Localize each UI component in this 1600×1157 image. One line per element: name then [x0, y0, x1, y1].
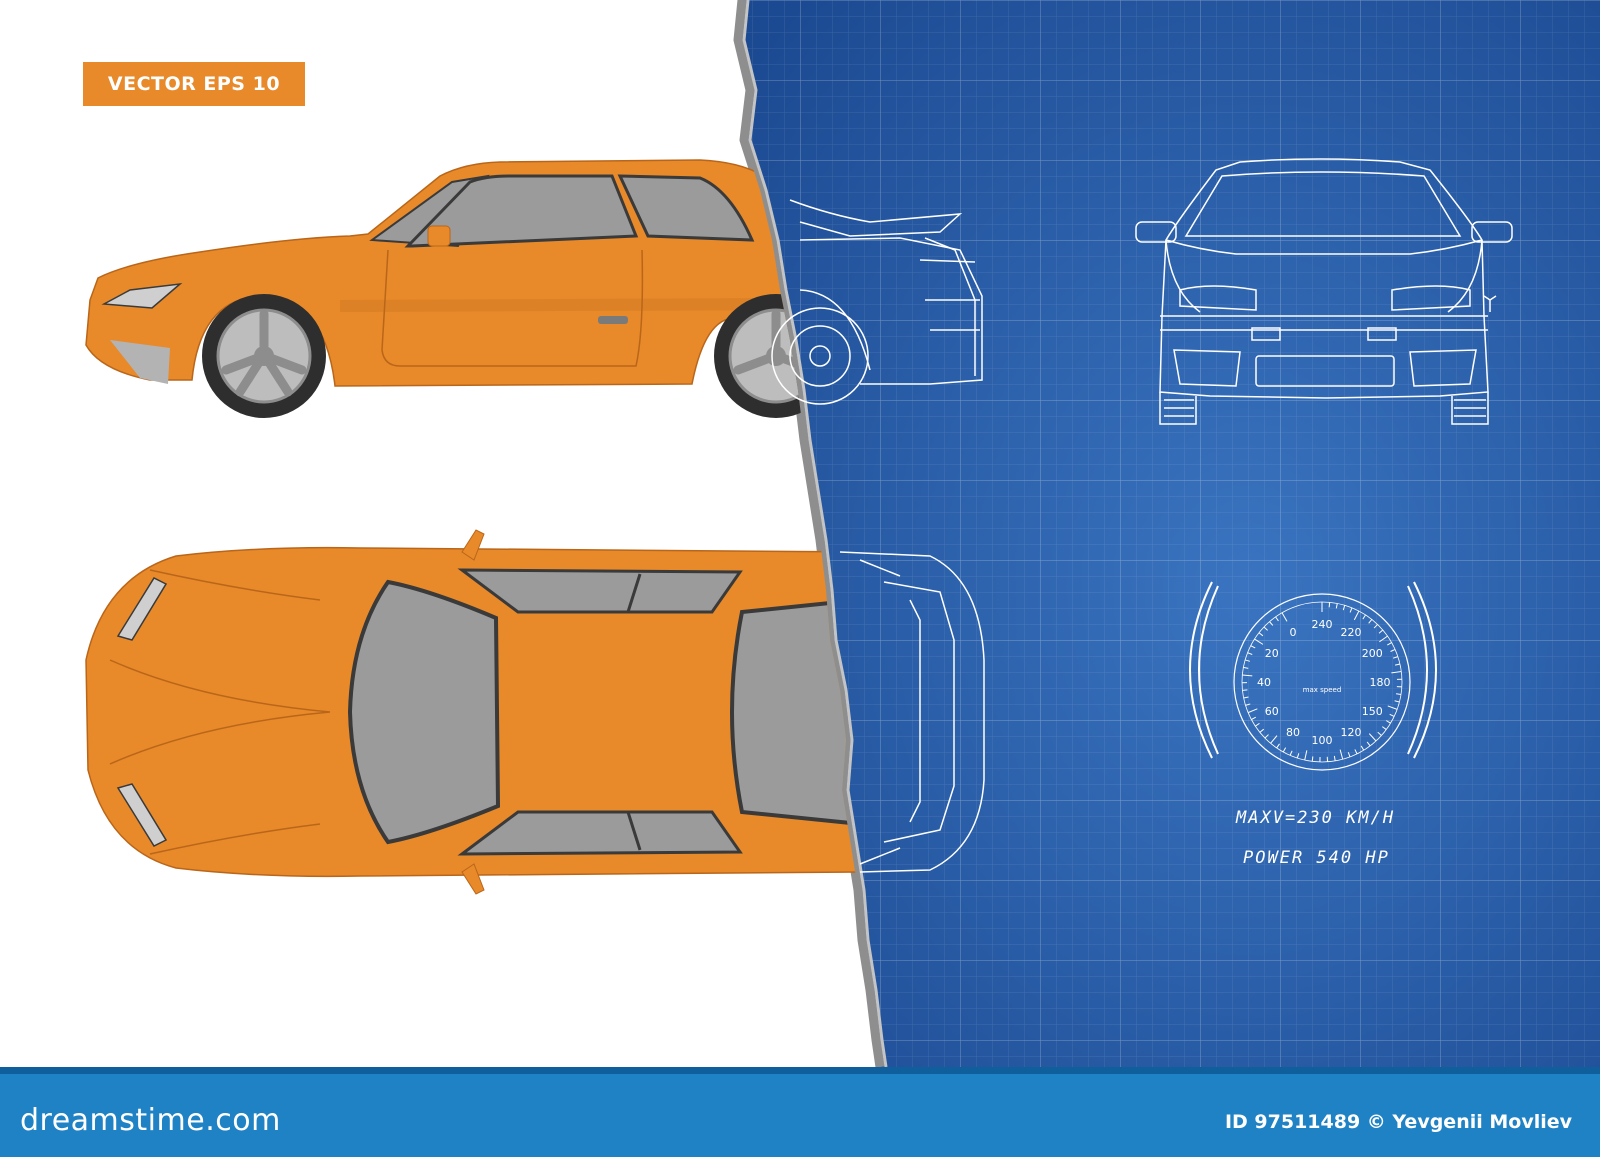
speedometer-tick-label: 40	[1257, 676, 1271, 689]
speedometer-tick	[1282, 747, 1287, 753]
speedometer-tick	[1247, 652, 1253, 655]
footer-strip	[0, 1067, 1600, 1074]
speedometer-tick	[1354, 749, 1358, 755]
speedometer-tick	[1335, 603, 1338, 609]
footer-credit: ID 97511489 © Yevgenii Movliev	[1224, 1111, 1572, 1133]
speedometer-tick	[1394, 700, 1400, 703]
speedometer-tick-label: 60	[1265, 705, 1279, 718]
speedometer-tick	[1275, 616, 1279, 622]
speedometer-tick	[1270, 735, 1278, 744]
speedometer-tick	[1378, 629, 1384, 634]
speedometer-tick	[1377, 731, 1382, 736]
speedometer-tick	[1296, 753, 1300, 759]
car-top-blueprint	[839, 551, 985, 873]
speedometer-tick-label: 200	[1362, 647, 1383, 660]
speedometer-tick-label: 150	[1362, 705, 1383, 718]
speedometer-tick	[1353, 610, 1360, 621]
speedometer-tick	[1381, 726, 1387, 730]
speedometer-tick	[1242, 689, 1248, 691]
footer-brand[interactable]: dreamstime.com	[20, 1103, 281, 1138]
car-side-headlight	[101, 282, 183, 309]
speedometer-tick	[1379, 635, 1388, 643]
speedometer-tick	[1392, 656, 1399, 659]
speedometer-tick-label: 180	[1370, 676, 1391, 689]
speedometer-tick	[1390, 649, 1396, 652]
speedometer-dial	[1233, 593, 1411, 771]
speedometer-tick	[1245, 703, 1251, 706]
speedometer-tick	[1342, 605, 1346, 611]
speedometer-tick-label: 20	[1265, 647, 1279, 660]
speedometer-tick	[1304, 750, 1308, 761]
speedometer-tick	[1276, 743, 1280, 749]
car-front-blueprint	[1135, 158, 1513, 425]
speedometer-tick	[1333, 755, 1336, 761]
speedometer-tick	[1349, 607, 1353, 613]
speedometer-tick	[1362, 614, 1366, 620]
speedometer-tick	[1360, 745, 1365, 751]
speedometer-tick	[1391, 671, 1402, 674]
speedometer-center-label: max speed	[1303, 686, 1342, 694]
speedometer-tick	[1264, 734, 1269, 739]
blueprint-panel	[720, 0, 1600, 1067]
speedometer-tick	[1243, 666, 1249, 669]
speedometer-tick-label: 220	[1341, 626, 1362, 639]
car-side-window-main	[404, 174, 639, 248]
speedometer-tick-label: 120	[1341, 726, 1362, 739]
stock-footer: dreamstime.com ID 97511489 © Yevgenii Mo…	[0, 1067, 1600, 1157]
speedometer-tick	[1259, 728, 1265, 733]
speedometer-tick	[1243, 696, 1249, 699]
speedometer-left-bracket	[1189, 581, 1219, 759]
spec-max-speed: MAXV=230 KM/H	[1236, 808, 1396, 828]
speedometer-tick	[1347, 752, 1351, 758]
speedometer-tick	[1251, 716, 1257, 720]
speedometer-tick	[1389, 713, 1395, 717]
car-top-view	[85, 529, 862, 895]
speedometer-tick	[1366, 741, 1371, 747]
speedometer-tick-label: 100	[1312, 734, 1333, 747]
car-top-side-window-upper	[457, 568, 743, 614]
speedometer-tick	[1281, 612, 1288, 622]
speedometer-tick-label: 240	[1312, 618, 1333, 631]
speedometer-tick	[1368, 619, 1373, 624]
speedometer-tick	[1373, 624, 1378, 629]
speedometer-tick	[1387, 705, 1398, 710]
speedometer-tick	[1258, 632, 1264, 637]
speedometer-tick	[1269, 621, 1274, 626]
speedometer-tick	[1387, 642, 1392, 646]
car-side-blueprint	[771, 199, 983, 405]
car-side-window-rear	[617, 174, 755, 242]
speedometer-tick-label: 80	[1286, 726, 1300, 739]
speedometer-ticks	[1241, 602, 1402, 762]
speedometer-tick	[1242, 674, 1253, 677]
speedometer-tick	[1368, 733, 1377, 742]
speedometer-tick	[1244, 659, 1251, 662]
spec-power: POWER 540 HP	[1243, 848, 1390, 868]
speedometer-tick-label: 0	[1290, 626, 1297, 639]
speedometer-tick	[1289, 750, 1293, 756]
speedometer-tick	[1263, 626, 1268, 631]
car-top-windshield	[347, 579, 501, 845]
vector-eps-badge: VECTOR EPS 10	[83, 62, 305, 106]
speedometer-tick	[1395, 693, 1402, 696]
speedometer-tick	[1394, 663, 1401, 666]
car-top-rear-window	[730, 597, 862, 827]
torn-edge	[733, 0, 885, 1067]
car-top-side-window-lower	[457, 810, 743, 856]
speedometer-tick	[1247, 708, 1258, 714]
speedometer-tick	[1254, 638, 1264, 645]
speedometer-right-bracket	[1407, 581, 1437, 759]
speedometer-tick	[1386, 720, 1391, 724]
speedometer-tick	[1339, 749, 1344, 760]
speedometer-tick	[1311, 756, 1314, 762]
speedometer-tick	[1255, 722, 1260, 727]
speedometer-tick	[1250, 645, 1256, 649]
